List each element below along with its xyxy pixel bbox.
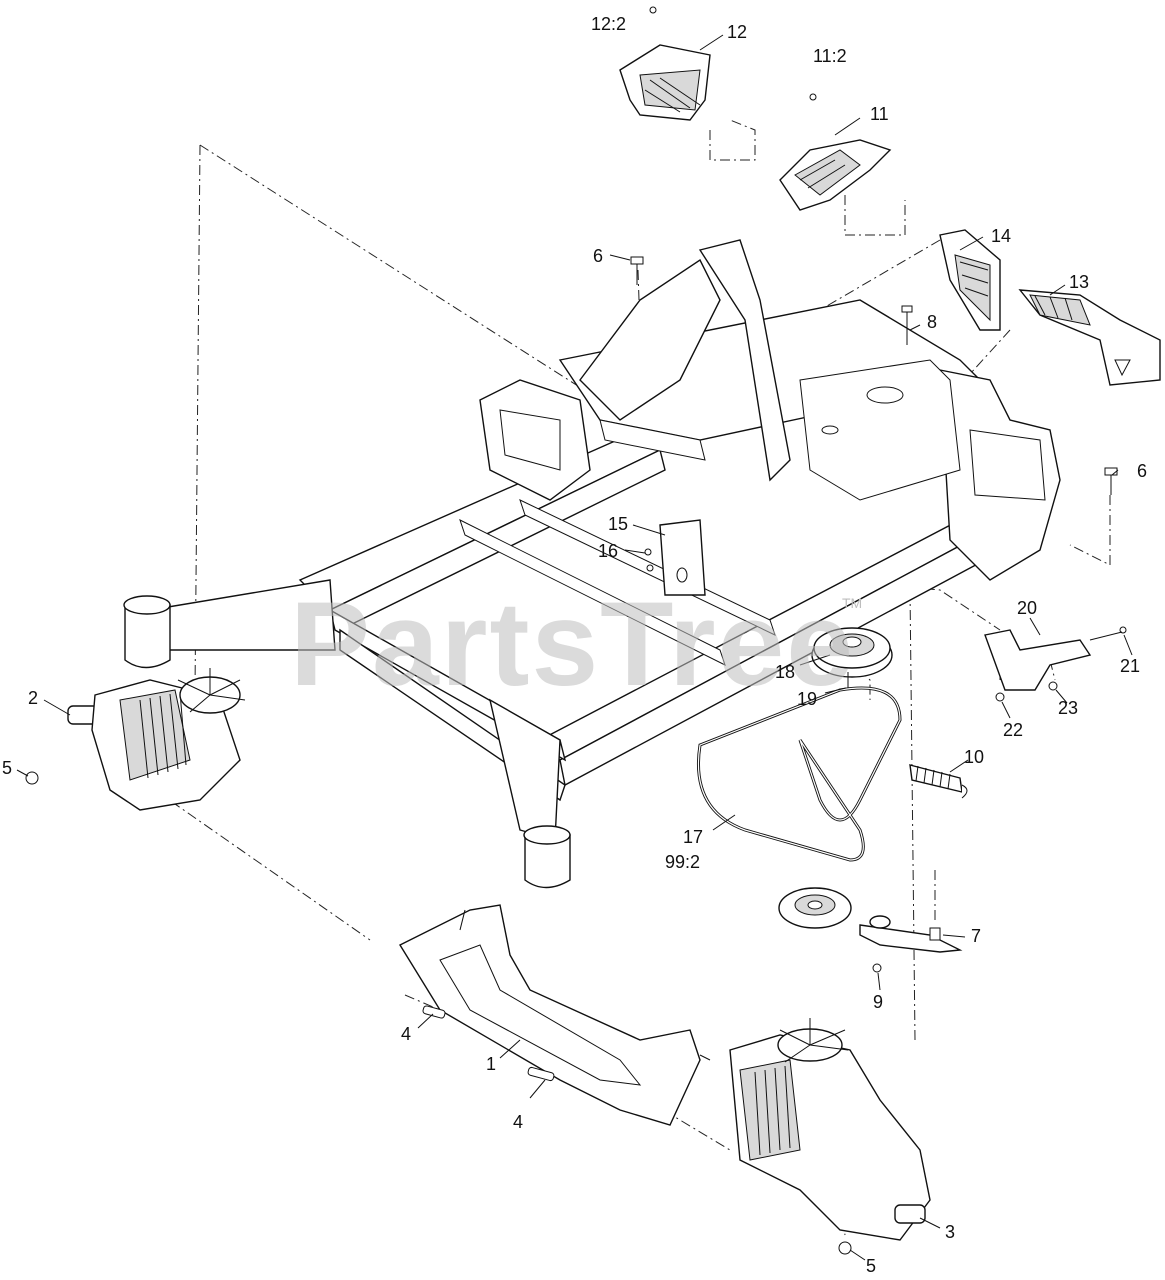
main-frame: [123, 239, 1061, 889]
label-8: 8: [927, 312, 937, 332]
part-17-belt: [697, 686, 902, 862]
bolt-8: [901, 305, 913, 345]
label-5-left: 5: [2, 758, 12, 778]
fan-left: [177, 668, 246, 713]
label-12: 12: [727, 22, 747, 42]
bolt-6-right: [1104, 467, 1118, 495]
leader-lines: [16, 34, 1133, 1261]
label-11: 11: [870, 104, 889, 124]
bolt-6-top: [630, 256, 644, 285]
label-11-2: 11:2: [813, 46, 847, 66]
label-2: 2: [28, 688, 38, 708]
label-12-2: 12:2: [591, 14, 626, 34]
part-14-shield: [939, 229, 1001, 331]
label-6-right: 6: [1137, 461, 1147, 481]
label-1: 1: [486, 1054, 496, 1074]
watermark-text: PartsTree: [290, 577, 855, 711]
part-11-cover: [779, 93, 892, 211]
watermark-trademark: TM: [842, 595, 862, 611]
label-10: 10: [964, 747, 984, 767]
label-7: 7: [971, 926, 981, 946]
assembly-guide-lines: [154, 119, 1111, 1236]
label-18: 18: [775, 662, 795, 682]
label-15: 15: [608, 514, 628, 534]
label-3: 3: [945, 1222, 955, 1242]
callout-labels: 12:2 12 11:2 11 14 13 6 8 6 15 16 20 21 …: [2, 14, 1147, 1276]
part-12-cover: [619, 6, 711, 121]
fan-right: [779, 1018, 849, 1063]
part-7-idler-arm: [778, 887, 963, 973]
label-20: 20: [1017, 598, 1037, 618]
part-10-spring: [909, 764, 968, 799]
part-2-left-transaxle: [25, 668, 246, 811]
label-16: 16: [598, 541, 618, 561]
label-21: 21: [1120, 656, 1140, 676]
label-23: 23: [1058, 698, 1078, 718]
part-13-shield: [1018, 289, 1161, 386]
label-99-2: 99:2: [665, 852, 700, 872]
label-13: 13: [1069, 272, 1089, 292]
part-15-bracket: [644, 519, 706, 596]
label-5-right: 5: [866, 1256, 876, 1276]
part-1-motor-mount: [399, 904, 711, 1126]
label-14: 14: [991, 226, 1011, 246]
label-4-upper: 4: [401, 1024, 411, 1044]
label-17: 17: [683, 827, 703, 847]
label-22: 22: [1003, 720, 1023, 740]
label-19: 19: [797, 689, 817, 709]
label-9: 9: [873, 992, 883, 1012]
label-6-top: 6: [593, 246, 603, 266]
part-3-right-transaxle: [729, 1018, 931, 1255]
part-20-bracket: [984, 626, 1127, 702]
label-4-lower: 4: [513, 1112, 523, 1132]
part-18-pulley: [811, 627, 893, 690]
